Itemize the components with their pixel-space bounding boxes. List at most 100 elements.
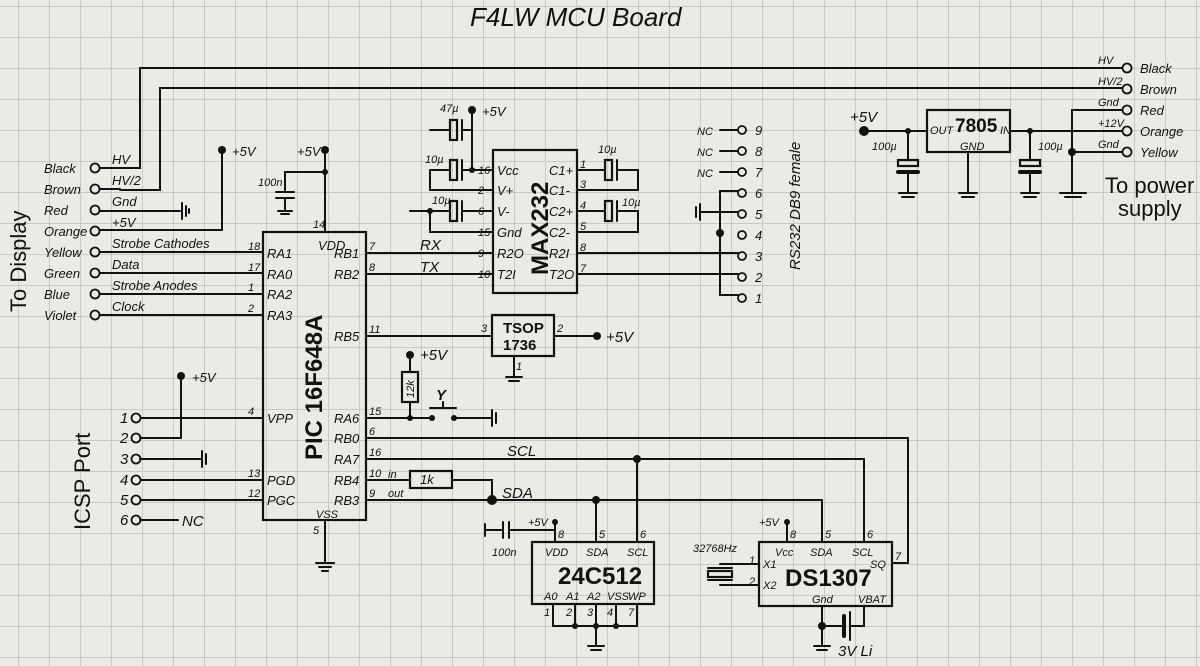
eeprom-pin-name: A0: [543, 591, 558, 603]
mcu-pin-name: RA2: [267, 287, 293, 302]
mcu-pin-name: VPP: [267, 411, 293, 426]
pin-color-label: Orange: [44, 224, 87, 239]
max232-name: MAX232: [527, 182, 554, 275]
mcu-pin-name: RB5: [334, 329, 360, 344]
mcu-chip: [261, 230, 368, 522]
db9-pin[interactable]: [737, 125, 747, 135]
db9-nc-label: NC: [697, 147, 713, 159]
max232-chip: [491, 148, 579, 295]
max232-pin-number: 8: [580, 242, 587, 254]
max232-pin-number: 3: [580, 179, 587, 191]
connector-pin[interactable]: [89, 204, 101, 216]
connector-pin[interactable]: [89, 288, 101, 300]
db9-pin-number: 3: [755, 249, 763, 264]
mcu-pin-number: 6: [369, 426, 376, 438]
db9-pin-number: 2: [754, 270, 763, 285]
hv-net: [119, 67, 1123, 169]
icsp-pin[interactable]: [130, 474, 142, 486]
vcc-label: +5V: [232, 144, 257, 159]
power-pin[interactable]: [1121, 83, 1133, 95]
mcu-vss-label: VSS: [316, 509, 339, 521]
max232-pin-name: R2I: [549, 246, 570, 261]
db9-pin[interactable]: [737, 167, 747, 177]
regulator-name: 7805: [955, 116, 998, 137]
pin-color-label: Red: [1140, 103, 1165, 118]
eeprom-pin-number: 2: [565, 607, 572, 619]
power-pin[interactable]: [1121, 104, 1133, 116]
max232-pin-name: T2O: [549, 267, 574, 282]
regulator-cap-out: 100µ: [872, 141, 897, 153]
connector-pin[interactable]: [89, 162, 101, 174]
db9-pin[interactable]: [737, 209, 747, 219]
max232-pin-name: C1+: [549, 163, 574, 178]
db9-pin[interactable]: [737, 146, 747, 156]
max232-pin-name: R2O: [497, 246, 524, 261]
icsp-pin[interactable]: [130, 494, 142, 506]
db9-pin-number: 1: [755, 291, 762, 306]
svg-text:in: in: [388, 469, 397, 481]
schematic-title: F4LW MCU Board: [470, 2, 683, 32]
pin-signal-label: HV: [112, 152, 131, 167]
svg-text:2: 2: [556, 323, 563, 335]
mcu-pin-name: RA3: [267, 308, 293, 323]
svg-text:TSOP: TSOP: [503, 320, 544, 337]
db9-pin-number: 5: [755, 207, 763, 222]
connector-pin[interactable]: [89, 183, 101, 195]
connector-pin[interactable]: [89, 246, 101, 258]
power-pin[interactable]: [1121, 125, 1133, 137]
svg-text:1: 1: [749, 555, 755, 567]
svg-text:+5V: +5V: [192, 370, 217, 385]
display-heading: To Display: [6, 211, 31, 312]
connector-pin[interactable]: [89, 225, 101, 237]
mcu-pin-number: 9: [369, 488, 375, 500]
mcu-pin-number: 13: [248, 468, 261, 480]
rtc-pin-number: 5: [825, 529, 832, 541]
mcu-pin-number: 1: [248, 282, 254, 294]
mcu-name: PIC 16F648A: [301, 315, 328, 460]
svg-text:Gnd: Gnd: [812, 594, 834, 606]
max232-cap-47u: 47µ: [440, 103, 459, 115]
power-pin[interactable]: [1121, 146, 1133, 158]
scl-label: SCL: [507, 443, 536, 460]
vcc-wire: [99, 149, 223, 231]
db9-pin-number: 4: [755, 228, 762, 243]
icsp-nc-label: NC: [182, 513, 204, 530]
db9-pin[interactable]: [737, 188, 747, 198]
mcu-pin-name: RA6: [334, 411, 360, 426]
icsp-pin[interactable]: [130, 412, 142, 424]
eeprom-pin-name: SDA: [586, 547, 609, 559]
svg-text:1: 1: [516, 361, 522, 373]
db9-pin[interactable]: [737, 230, 747, 240]
connector-pin[interactable]: [89, 267, 101, 279]
eeprom-pin-name: A1: [565, 591, 579, 603]
icsp-pin-number: 4: [120, 472, 128, 489]
svg-text:+5V: +5V: [420, 347, 449, 364]
pin-signal-label: Data: [112, 257, 139, 272]
db9-pin[interactable]: [737, 293, 747, 303]
eeprom-name: 24C512: [558, 563, 642, 590]
mcu-pin-name: PGC: [267, 493, 296, 508]
svg-text:1736: 1736: [503, 337, 536, 354]
eeprom-pin-name: SCL: [627, 547, 648, 559]
power-pin[interactable]: [1121, 62, 1133, 74]
switch-label: Y: [436, 387, 448, 404]
db9-pin-number: 9: [755, 123, 762, 138]
pin-color-label: Black: [1140, 61, 1173, 76]
mcu-pin-number: 7: [369, 241, 376, 253]
eeprom-pin-name: VDD: [545, 547, 568, 559]
mcu-pin-name: RB2: [334, 267, 360, 282]
eeprom-pin-number: 3: [587, 607, 594, 619]
tx-label: TX: [420, 259, 440, 276]
max232-cap-vminus: 10µ: [432, 195, 451, 207]
connector-pin[interactable]: [89, 309, 101, 321]
mcu-pin-number: 12: [248, 488, 260, 500]
max232-cap-vplus: 10µ: [425, 154, 444, 166]
max232-pin-name: C2+: [549, 204, 574, 219]
db9-pin[interactable]: [737, 251, 747, 261]
db9-pin[interactable]: [737, 272, 747, 282]
regulator-cap-in: 100µ: [1038, 141, 1063, 153]
icsp-pin-number: 6: [120, 512, 129, 529]
